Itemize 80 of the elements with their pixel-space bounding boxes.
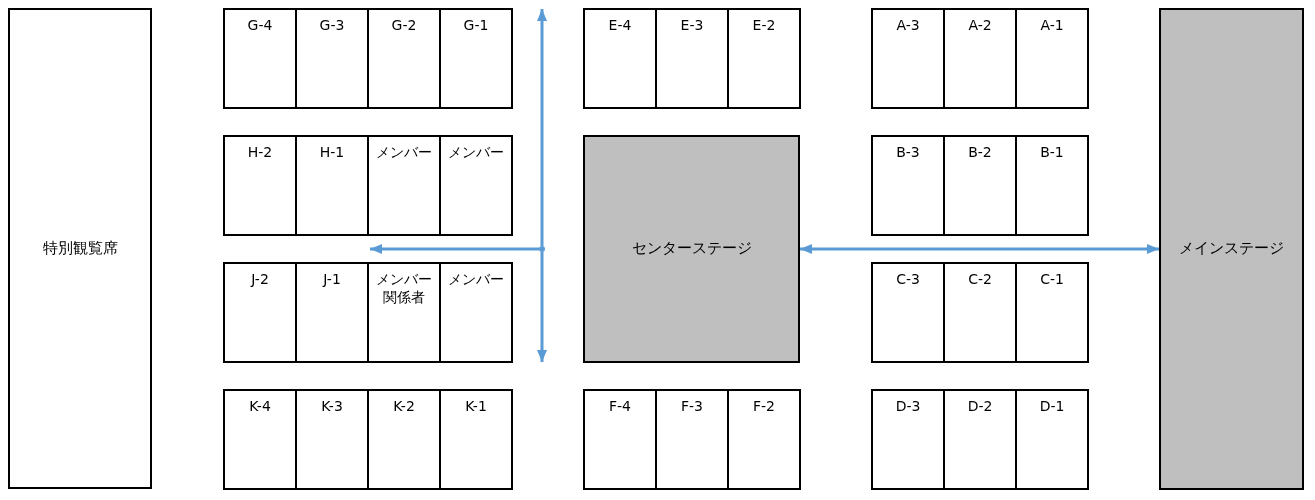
block-label: センターステージ xyxy=(631,239,752,259)
block-label: D-2 xyxy=(967,397,993,416)
block-label: G-4 xyxy=(247,16,273,35)
seat-block xyxy=(439,135,513,236)
seat-block xyxy=(439,262,513,363)
seat-block xyxy=(583,8,657,109)
block-label: C-2 xyxy=(968,270,992,289)
block-label: K-1 xyxy=(465,397,487,416)
block-label: F-3 xyxy=(681,397,703,416)
block-label: K-4 xyxy=(249,397,271,416)
seat-block xyxy=(871,8,945,109)
block-label: J-1 xyxy=(323,270,341,289)
block-label: メンバー xyxy=(448,143,504,162)
block-label: G-3 xyxy=(319,16,345,35)
seat-block xyxy=(439,8,513,109)
block-label: D-3 xyxy=(895,397,921,416)
seat-block xyxy=(583,389,657,490)
arrow xyxy=(537,252,547,362)
seat-block xyxy=(223,135,297,236)
seat-block xyxy=(943,262,1017,363)
block-label: F-4 xyxy=(609,397,631,416)
arrow xyxy=(537,9,547,246)
block-label: E-3 xyxy=(680,16,704,35)
seat-block xyxy=(1015,8,1089,109)
block-label: J-2 xyxy=(251,270,269,289)
seat-block xyxy=(439,389,513,490)
seat-block xyxy=(295,8,369,109)
block-label: メンバー xyxy=(376,143,432,162)
block-label: メンバー xyxy=(376,270,432,289)
block-label: B-1 xyxy=(1040,143,1064,162)
block-label: F-2 xyxy=(753,397,775,416)
block-label: A-2 xyxy=(968,16,992,35)
block-label: 特別観覧席 xyxy=(42,238,118,259)
seat-block xyxy=(943,389,1017,490)
block-label: B-2 xyxy=(968,143,992,162)
stage-block xyxy=(583,135,800,363)
block-label: D-1 xyxy=(1039,397,1065,416)
block-label: K-2 xyxy=(393,397,415,416)
seat-block xyxy=(223,8,297,109)
seat-block xyxy=(943,8,1017,109)
seating-area xyxy=(8,8,152,489)
block-label: E-2 xyxy=(752,16,776,35)
seat-block xyxy=(295,389,369,490)
block-label: B-3 xyxy=(896,143,920,162)
seat-block xyxy=(943,135,1017,236)
seat-block xyxy=(367,262,441,363)
block-label: H-2 xyxy=(247,143,273,162)
seat-block xyxy=(1015,389,1089,490)
seat-block xyxy=(367,389,441,490)
block-label: メンバー xyxy=(448,270,504,289)
seat-block xyxy=(295,262,369,363)
stage-block xyxy=(1159,8,1304,490)
seat-block xyxy=(655,389,729,490)
seat-block xyxy=(727,389,801,490)
block-label: A-1 xyxy=(1040,16,1064,35)
block-label: A-3 xyxy=(896,16,920,35)
block-label: H-1 xyxy=(319,143,345,162)
block-label: G-2 xyxy=(391,16,417,35)
arrow xyxy=(370,244,539,254)
block-label: メインステージ xyxy=(1179,239,1284,259)
junction-dot xyxy=(539,246,545,252)
block-label: C-1 xyxy=(1040,270,1064,289)
seat-block xyxy=(223,389,297,490)
block-label: K-3 xyxy=(321,397,343,416)
block-label: 関係者 xyxy=(383,288,425,307)
seat-block xyxy=(1015,135,1089,236)
seat-block xyxy=(655,8,729,109)
block-label: C-3 xyxy=(896,270,920,289)
seat-block xyxy=(1015,262,1089,363)
seat-block xyxy=(295,135,369,236)
seat-block xyxy=(727,8,801,109)
seat-block xyxy=(367,135,441,236)
block-label: G-1 xyxy=(463,16,489,35)
seat-block xyxy=(871,389,945,490)
seat-block xyxy=(871,262,945,363)
block-label: E-4 xyxy=(608,16,632,35)
seat-block xyxy=(871,135,945,236)
seat-block xyxy=(367,8,441,109)
seat-block xyxy=(223,262,297,363)
arrow xyxy=(800,244,1159,254)
